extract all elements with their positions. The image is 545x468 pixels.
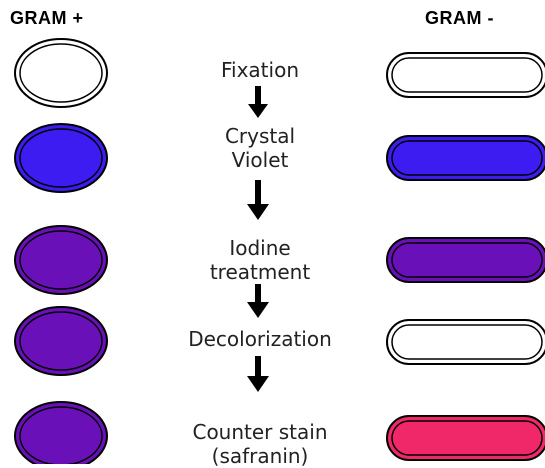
- gram-negative-cell-iodine: [387, 238, 545, 282]
- gram-negative-cell-crystal-violet: [387, 136, 545, 180]
- step-arrows: [247, 86, 269, 392]
- down-arrow-icon: [248, 86, 268, 118]
- gram-negative-cell-fixation: [387, 53, 545, 97]
- gram-positive-cells: [15, 39, 107, 464]
- gram-negative-cells: [387, 53, 545, 460]
- down-arrow-icon: [247, 180, 269, 220]
- gram-positive-cell-decolorization: [15, 307, 107, 375]
- gram-positive-cell-crystal-violet: [15, 124, 107, 192]
- down-arrow-icon: [247, 356, 269, 392]
- gram-positive-cell-iodine: [15, 226, 107, 294]
- gram-negative-cell-decolorization: [387, 320, 545, 364]
- down-arrow-icon: [247, 284, 269, 318]
- gram-positive-cell-fixation: [15, 39, 107, 107]
- gram-negative-cell-counter-stain: [387, 416, 545, 460]
